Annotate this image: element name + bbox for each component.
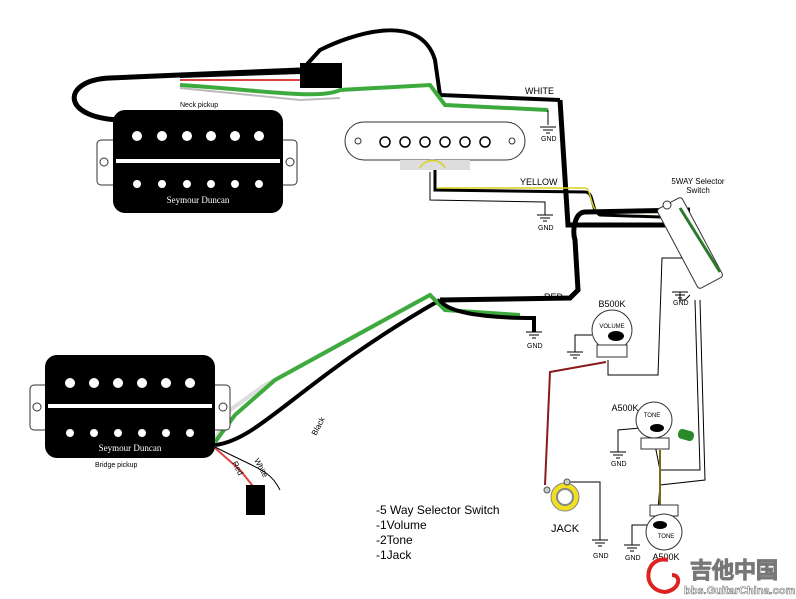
switch-title-2: Switch [686, 186, 710, 195]
tone-pot-2: TONE [645, 504, 683, 551]
output-jack [543, 478, 580, 512]
ground-label: GND [541, 136, 557, 143]
ground-symbol: GND [624, 544, 641, 562]
ground-symbol: GND [672, 291, 689, 307]
neck-pickup-wires [71, 28, 690, 228]
five-way-switch [657, 197, 723, 289]
ground-symbol: GND [526, 331, 543, 350]
single-coil-pickup [344, 121, 526, 170]
ground-label: GND [625, 555, 641, 562]
wire-tape-block [246, 485, 265, 515]
watermark-url: bbs.GuitarChina.com [684, 585, 795, 597]
volume-pot: VOLUME [591, 309, 633, 358]
bridge-pickup-label: Bridge pickup [95, 462, 138, 469]
parts-list-item: -1Volume [376, 518, 427, 532]
tone1-pot-label: TONE [644, 413, 661, 419]
dragon-logo-icon [646, 557, 681, 595]
ground-symbols: GND GND GND GND GND GND GND [526, 126, 689, 562]
volume-value: B500K [598, 299, 625, 309]
neck-pickup-label: Neck pickup [180, 102, 218, 109]
bridge-pickup-wires [213, 292, 536, 491]
single-coil-wires [429, 170, 691, 303]
neck-humbucker: Seymour Duncan [96, 110, 298, 213]
switch-title-1: 5WAY Selector [671, 177, 725, 186]
jack-label: JACK [551, 523, 580, 535]
ground-symbol: GND [610, 451, 627, 468]
wire-tape-block [300, 63, 342, 88]
parts-list-item: -5 Way Selector Switch [376, 503, 500, 517]
ground-symbol: GND [592, 539, 609, 560]
white-wire-label: WHITE [525, 86, 554, 96]
tone1-value: A500K [611, 403, 638, 413]
bridge-white-label: White [252, 457, 270, 480]
ground-label: GND [673, 300, 689, 307]
bridge-black-label: Black [310, 415, 328, 437]
bridge-brand-label: Seymour Duncan [99, 443, 162, 453]
ground-symbol: GND [537, 214, 554, 232]
parts-list-item: -2Tone [376, 533, 413, 547]
tone2-value: A500K [652, 552, 679, 562]
ground-symbol: GND [540, 126, 557, 143]
ground-label: GND [527, 343, 543, 350]
capacitor [677, 428, 695, 442]
control-wires [544, 257, 706, 545]
watermark-logo: 吉他中国 bbs.GuitarChina.com [646, 557, 796, 597]
tone-pot-1: TONE [635, 401, 695, 450]
ground-label: GND [593, 553, 609, 560]
bridge-humbucker: Seymour Duncan [29, 355, 231, 458]
ground-symbol [567, 351, 583, 359]
volume-pot-label: VOLUME [599, 324, 624, 330]
ground-label: GND [538, 225, 554, 232]
yellow-wire-label: YELLOW [520, 177, 558, 187]
parts-list-item: -1Jack [376, 548, 412, 562]
tone2-pot-label: TONE [658, 534, 675, 540]
ground-label: GND [611, 461, 627, 468]
red-wire-label: RED [544, 292, 564, 302]
parts-list: -5 Way Selector Switch -1Volume -2Tone -… [376, 503, 500, 562]
neck-brand-label: Seymour Duncan [167, 195, 230, 205]
watermark-title: 吉他中国 [690, 558, 778, 583]
